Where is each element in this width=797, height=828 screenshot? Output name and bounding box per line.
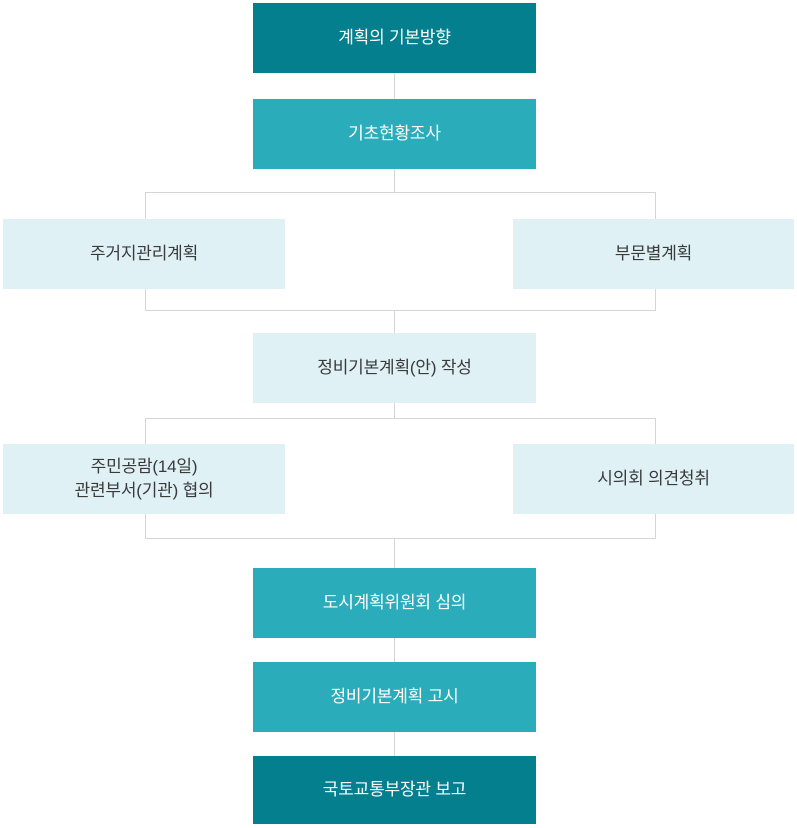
node-label-line2: 관련부서(기관) 협의 xyxy=(74,481,214,500)
node-master-plan-notification: 정비기본계획 고시 xyxy=(253,662,536,732)
node-label: 도시계획위원회 심의 xyxy=(322,593,467,612)
connector-branch1-step3 xyxy=(394,311,395,333)
node-sectoral-plan: 부문별계획 xyxy=(513,219,794,289)
node-plan-basic-direction: 계획의 기본방향 xyxy=(253,3,536,73)
node-label: 기초현황조사 xyxy=(348,124,441,143)
connector-step3-branch2 xyxy=(394,403,395,418)
node-draft-master-plan: 정비기본계획(안) 작성 xyxy=(253,333,536,403)
connector-step5-step6 xyxy=(394,732,395,756)
node-molit-minister-report: 국토교통부장관 보고 xyxy=(253,756,536,824)
node-label: 계획의 기본방향 xyxy=(338,28,451,47)
node-label: 시의회 의견청취 xyxy=(597,469,710,488)
connector-step4-step5 xyxy=(394,637,395,662)
node-residential-management-plan: 주거지관리계획 xyxy=(3,219,285,289)
node-label: 주거지관리계획 xyxy=(89,244,199,263)
node-city-council-hearing: 시의회 의견청취 xyxy=(513,444,794,514)
node-label: 부문별계획 xyxy=(614,244,693,263)
node-label: 정비기본계획(안) 작성 xyxy=(317,358,472,377)
connector-step2-branch1 xyxy=(394,168,395,192)
node-baseline-survey: 기초현황조사 xyxy=(253,99,536,169)
connector-branch2-step4 xyxy=(394,539,395,568)
node-urban-planning-committee-review: 도시계획위원회 심의 xyxy=(253,568,536,638)
node-public-inspection-consultation: 주민공람(14일) 관련부서(기관) 협의 xyxy=(3,444,285,514)
connector-step1-step2 xyxy=(394,72,395,99)
node-label: 국토교통부장관 보고 xyxy=(322,780,467,799)
node-label: 정비기본계획 고시 xyxy=(330,687,459,706)
node-label-line1: 주민공람(14일) xyxy=(90,457,198,476)
